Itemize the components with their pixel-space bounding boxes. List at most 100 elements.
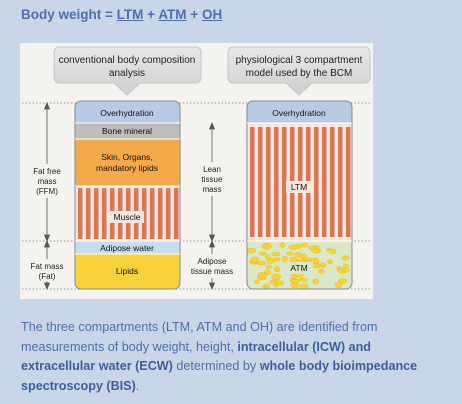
page-heading: Body weight = LTM + ATM + OH <box>21 7 222 22</box>
lipids-label: Lipids <box>116 266 138 276</box>
fat-cell <box>265 264 273 269</box>
left-adipose-water-layer <box>75 241 180 254</box>
description-text-3: . <box>135 378 140 393</box>
atm-label: ATM <box>290 263 307 273</box>
muscle-label: Muscle <box>114 212 141 222</box>
fat-cell <box>273 266 280 273</box>
adipose-label-bg <box>185 254 239 278</box>
left-overhydration-label: Overhydration <box>100 108 154 118</box>
fat-label-line-1: Fat mass <box>31 262 64 271</box>
stripe <box>158 188 163 239</box>
ffm-label-line-1: Fat free <box>33 167 61 176</box>
stripe <box>330 127 335 237</box>
description-text-2: determined by <box>172 359 260 373</box>
fat-cell <box>299 283 309 289</box>
left-caption-line-1: conventional body composition <box>59 55 196 66</box>
stripe <box>250 127 255 237</box>
description-text-1: The three compartments (LTM, ATM and OH)… <box>21 320 378 354</box>
fat-cell <box>341 255 350 261</box>
stripe <box>94 188 99 239</box>
fat-label-bg <box>24 259 70 281</box>
right-caption-bubble <box>227 46 371 96</box>
description-bold-1: intracellular (ICW) and extracellular wa… <box>21 339 371 374</box>
fat-cell <box>281 255 288 263</box>
stripe <box>274 127 279 237</box>
right-column <box>247 101 352 289</box>
stripe <box>86 188 91 239</box>
left-caption-bubble <box>53 46 202 96</box>
left-overhydration-layer <box>75 101 180 123</box>
adipose-water-label: Adipose water <box>100 243 154 253</box>
bone-mineral-label: Bone mineral <box>102 126 152 136</box>
atm-fat-cells <box>247 242 350 289</box>
fat-cell <box>298 277 309 282</box>
stripe <box>150 188 155 239</box>
fat-cell <box>319 262 327 268</box>
left-column <box>75 101 180 289</box>
stripe <box>322 127 327 237</box>
right-caption-line-1: physiological 3 compartment <box>236 55 363 66</box>
fat-cell <box>258 271 267 279</box>
atm-label-bg <box>285 262 313 274</box>
fat-cell <box>312 278 320 285</box>
body-composition-diagram: conventional body composition analysis p… <box>22 46 371 291</box>
lean-label-line-2: tissue <box>202 175 223 184</box>
left-caption-line-2: analysis <box>109 68 145 79</box>
fat-label-line-2: (Fat) <box>39 272 56 281</box>
atm-link[interactable]: ATM <box>158 7 187 22</box>
adipose-label-line-2: tissue mass <box>191 267 233 276</box>
stripe <box>102 188 107 239</box>
stripe <box>338 127 343 237</box>
stripe <box>78 188 83 239</box>
ffm-label-bg <box>26 164 68 198</box>
right-column-outline <box>246 100 353 290</box>
ffm-label-line-2: mass <box>37 177 56 186</box>
fat-cell <box>334 281 343 289</box>
fat-cell <box>279 242 286 249</box>
fat-cell <box>271 273 282 281</box>
fat-cell <box>299 253 307 259</box>
ltm-link[interactable]: LTM <box>116 7 144 22</box>
stripe <box>142 188 147 239</box>
muscle-label-bg <box>110 211 144 223</box>
stripe <box>266 127 271 237</box>
fat-cell <box>264 254 271 260</box>
fat-cell <box>342 267 350 273</box>
left-column-outline <box>74 100 181 290</box>
fat-cell <box>301 242 309 248</box>
right-overhydration-layer <box>247 101 352 123</box>
ltm-label: LTM <box>291 182 307 192</box>
fat-cell <box>271 252 281 257</box>
right-caption-line-2: model used by the BCM <box>246 68 353 79</box>
fat-cell <box>286 251 294 256</box>
lipids-layer <box>75 254 180 289</box>
fat-cell <box>290 283 301 289</box>
lean-label-line-3: mass <box>202 185 221 194</box>
fat-cell <box>317 269 325 274</box>
bone-mineral-layer <box>75 123 180 139</box>
fat-cell <box>327 259 333 264</box>
fat-cell <box>273 257 281 262</box>
stripe <box>258 127 263 237</box>
fat-cell <box>311 248 320 253</box>
skin-organs-layer <box>75 139 180 186</box>
fat-cell <box>263 243 269 248</box>
oh-link[interactable]: OH <box>201 7 223 22</box>
ffm-label-line-3: (FFM) <box>36 187 58 196</box>
fat-cell <box>247 247 256 254</box>
heading-plus-2: + <box>190 7 199 22</box>
fat-cell <box>250 256 259 264</box>
stripe <box>166 188 171 239</box>
fat-cell <box>343 263 349 269</box>
stripe <box>346 127 351 237</box>
skin-organs-label-line-1: Skin, Organs, <box>101 152 153 162</box>
fat-cell <box>258 251 267 256</box>
body-composition-figure: conventional body composition analysis p… <box>20 43 373 299</box>
left-layer-dividers <box>75 122 180 255</box>
fat-cell <box>262 284 270 289</box>
lean-label-bg <box>194 162 230 196</box>
fat-cell <box>253 279 260 284</box>
description-paragraph: The three compartments (LTM, ATM and OH)… <box>21 318 446 396</box>
adipose-label-line-1: Adipose <box>198 257 227 266</box>
stripe <box>174 188 179 239</box>
